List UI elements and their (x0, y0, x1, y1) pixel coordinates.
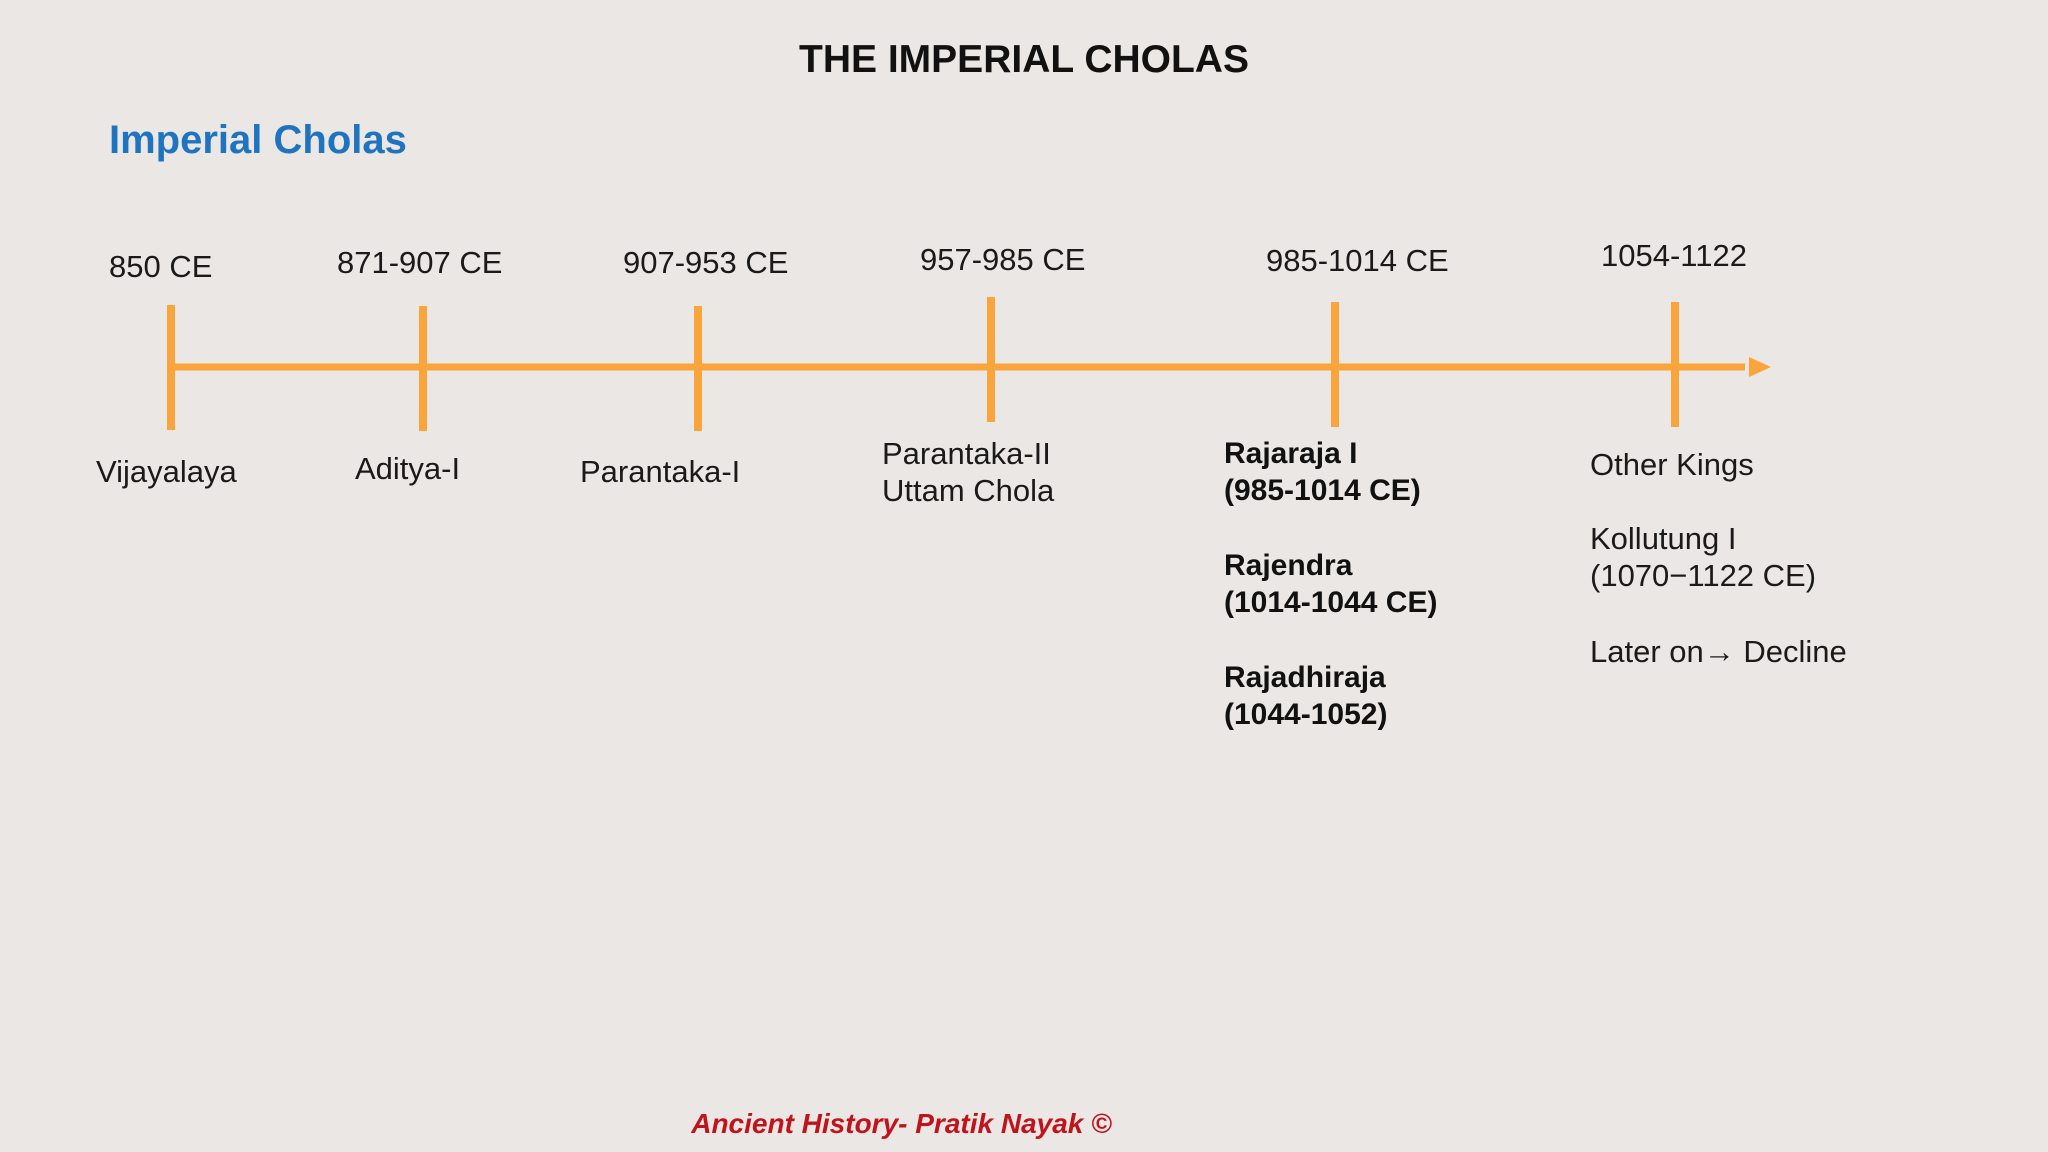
ruler-name: Kollutung I (1590, 521, 1737, 556)
page-title: THE IMPERIAL CHOLAS (799, 38, 1249, 81)
ruler-years: (1044-1052) (1224, 698, 1388, 731)
ruler-years: (1070−1122 CE) (1590, 558, 1817, 593)
timeline-date: 907-953 CE (623, 245, 789, 280)
timeline-date: 850 CE (109, 249, 213, 284)
ruler-label: Parantaka-I (580, 454, 741, 489)
timeline-date: 985-1014 CE (1266, 243, 1449, 278)
ruler-label: Vijayalaya (96, 454, 237, 489)
decline-note: Later on→ Decline (1590, 633, 1847, 670)
timeline-arrowhead (1749, 357, 1771, 377)
ruler-label-line: Parantaka-II (882, 436, 1051, 471)
ruler-name: Rajendra (1224, 549, 1353, 582)
ruler-years: (985-1014 CE) (1224, 474, 1421, 507)
decline-note-suffix: Decline (1734, 634, 1847, 669)
ruler-label-multiline: Parantaka-II Uttam Chola (882, 435, 1054, 509)
copyright-footer: Ancient History- Pratik Nayak © (691, 1108, 1112, 1139)
ruler-name: Rajadhiraja (1224, 661, 1386, 694)
ruler-years: (1014-1044 CE) (1224, 586, 1438, 619)
decline-note-prefix: Later on (1590, 634, 1704, 669)
ruler-label-line: Uttam Chola (882, 473, 1055, 508)
ruler-name: Rajaraja I (1224, 437, 1358, 470)
ruler-group: Rajaraja I (985-1014 CE) Rajendra (1014-… (1224, 435, 1437, 733)
timeline-date: 1054-1122 (1601, 238, 1747, 273)
ruler-sublabel: Kollutung I (1070−1122 CE) (1590, 520, 1816, 594)
timeline-date: 871-907 CE (337, 245, 503, 280)
section-subtitle: Imperial Cholas (109, 118, 407, 162)
arrow-right-icon: → (1703, 634, 1735, 669)
timeline-date: 957-985 CE (920, 242, 1086, 277)
ruler-label: Aditya-I (355, 451, 461, 486)
ruler-label: Other Kings (1590, 447, 1754, 482)
